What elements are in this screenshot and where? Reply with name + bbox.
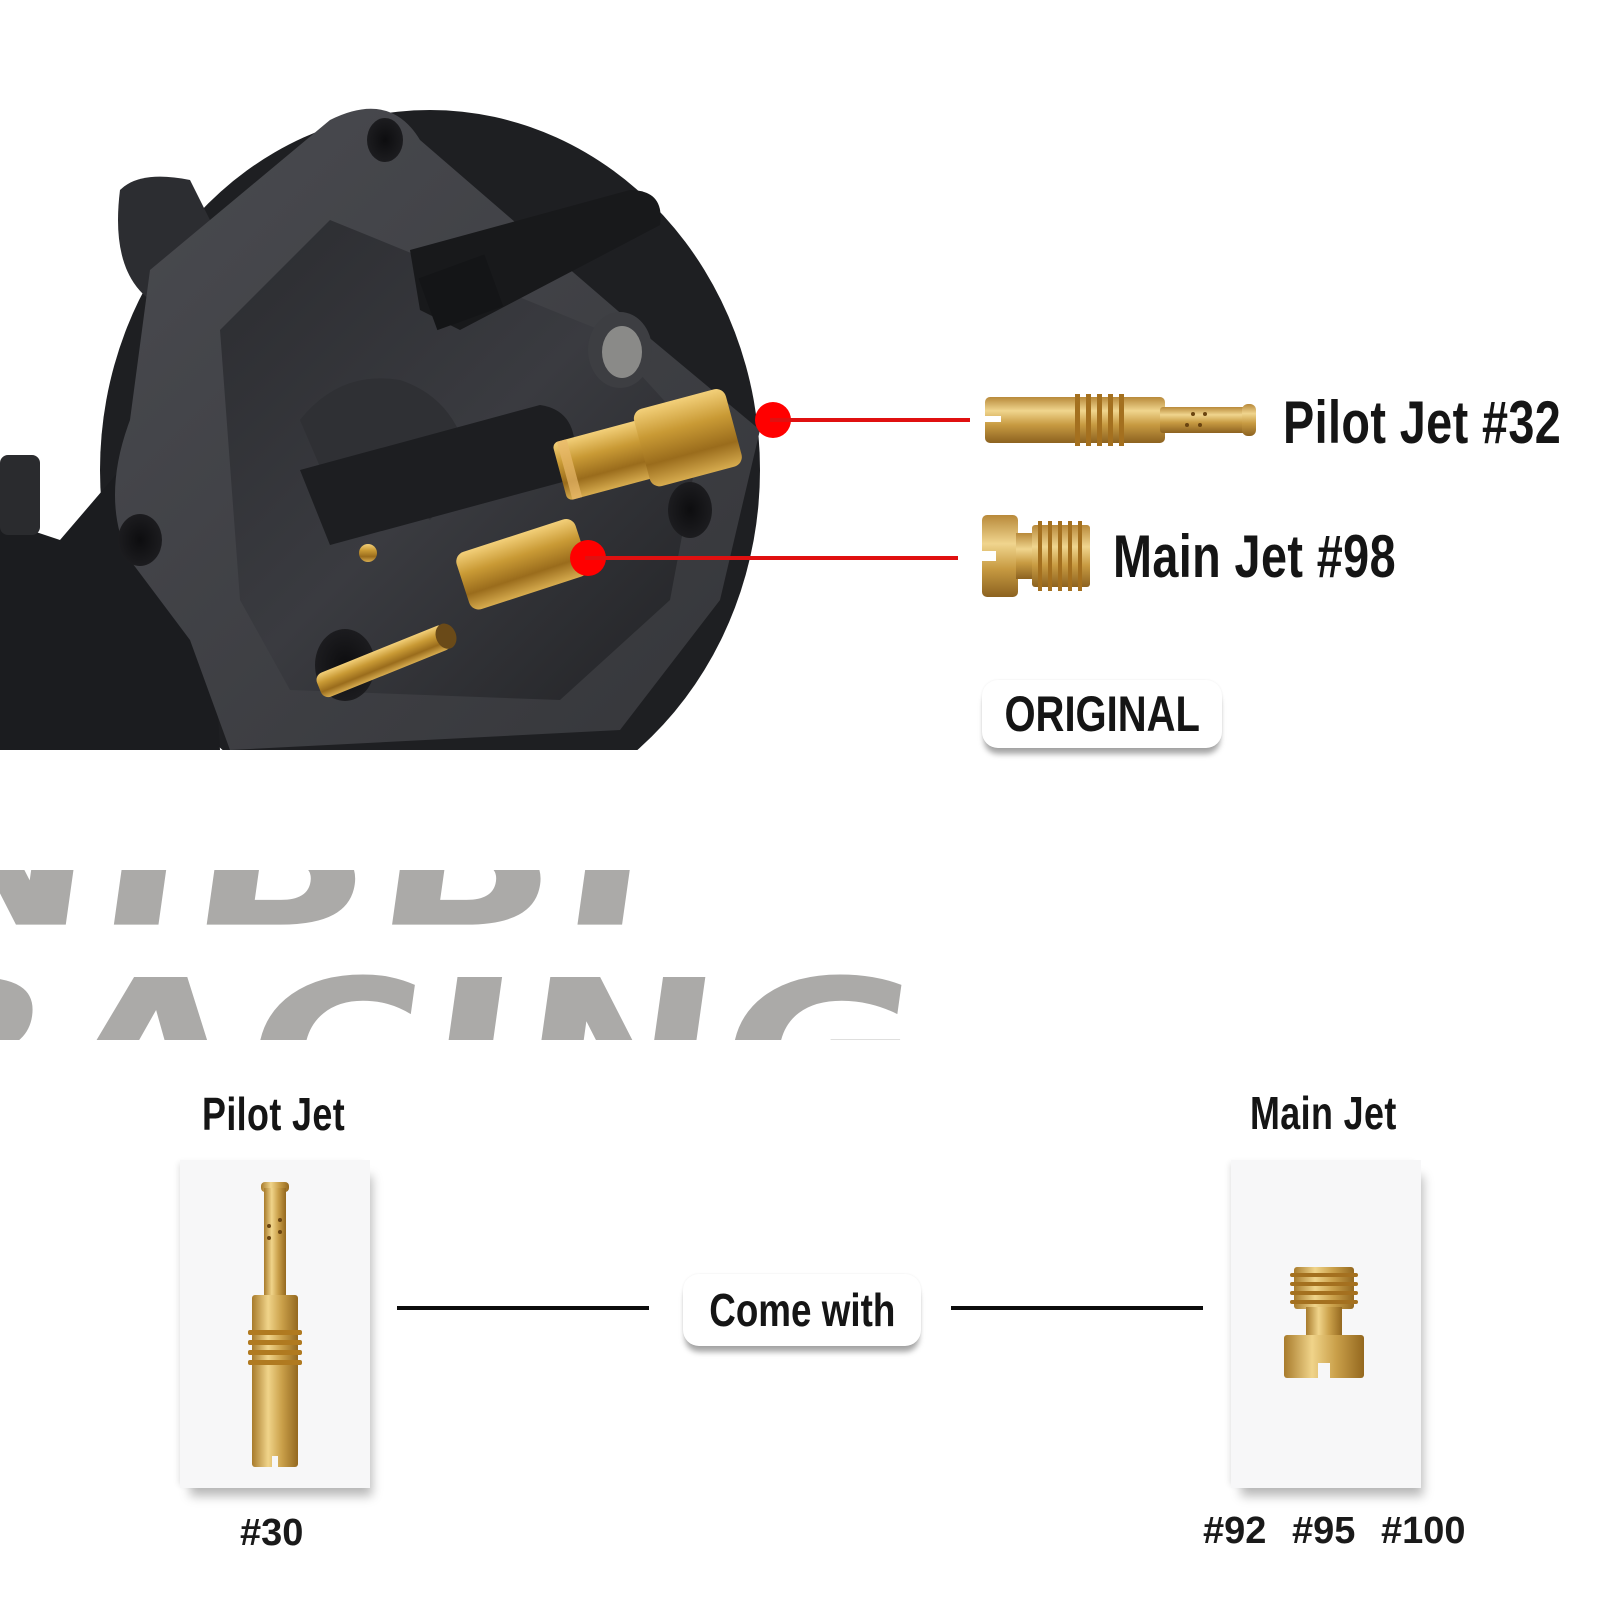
pilot-jet-size-30: #30 xyxy=(240,1512,304,1554)
main-jet-image xyxy=(1284,1267,1364,1378)
pilot-jet-callout-line xyxy=(770,418,970,422)
original-badge-label: ORIGINAL xyxy=(1004,686,1200,742)
main-jet-size-92: #92 xyxy=(1203,1510,1267,1552)
main-jet-title: Main Jet xyxy=(1250,1087,1397,1139)
pilot-jet-32-image xyxy=(985,394,1256,446)
main-jet-size-95: #95 xyxy=(1292,1510,1356,1552)
main-jet-98-image xyxy=(982,515,1090,597)
main-jet-callout-label: Main Jet #98 xyxy=(1113,523,1397,590)
original-badge: ORIGINAL xyxy=(982,680,1222,748)
brand-logo-text: NIBBI RACING xyxy=(0,870,1600,1040)
pilot-jet-30-image xyxy=(248,1182,302,1468)
come-with-label: Come with xyxy=(708,1284,896,1336)
come-with-badge: Come with xyxy=(683,1274,921,1346)
connector-line-left xyxy=(397,1306,549,1310)
carburetor-photo xyxy=(0,108,760,750)
main-jet-size-100: #100 xyxy=(1381,1510,1466,1552)
brand-logo: NIBBI RACING xyxy=(0,870,1600,1040)
main-jet-callout-line xyxy=(585,556,958,560)
connector-line-right xyxy=(951,1306,1203,1310)
connector-line-middle-left xyxy=(549,1306,649,1310)
pilot-jet-title: Pilot Jet xyxy=(202,1088,346,1140)
pilot-jet-callout-label: Pilot Jet #32 xyxy=(1283,389,1562,456)
